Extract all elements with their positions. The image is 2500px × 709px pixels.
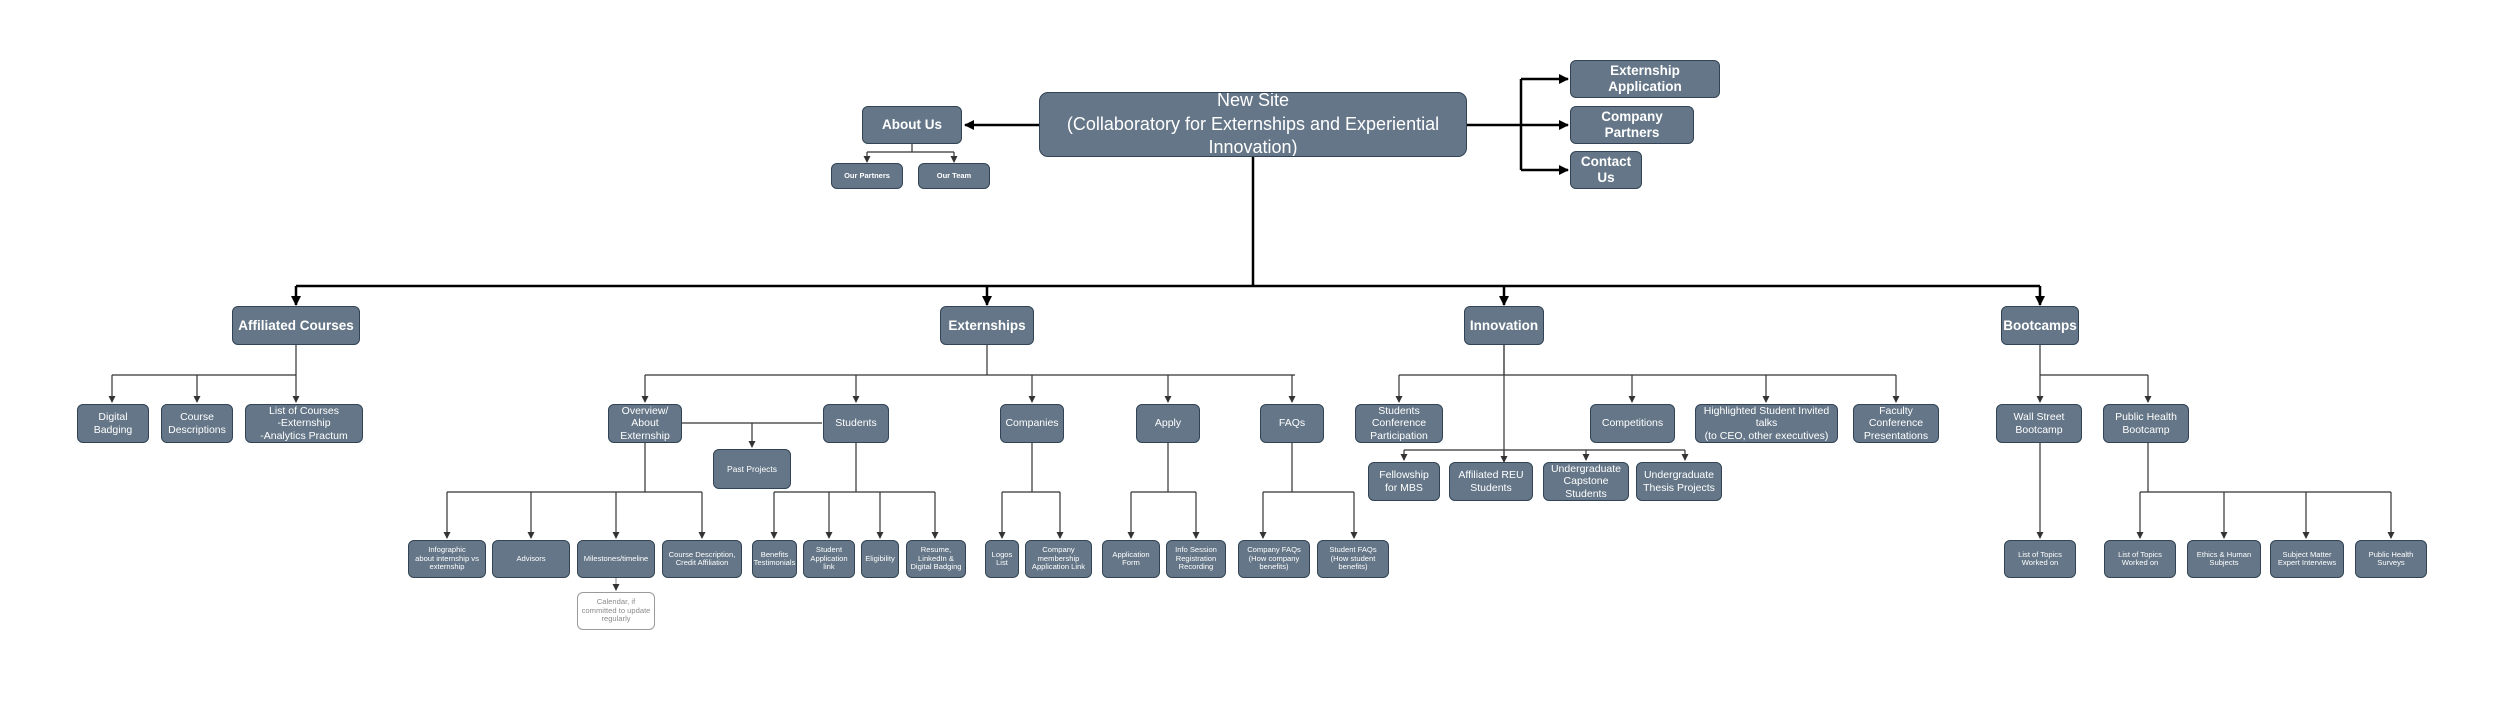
edge-overview-bus	[447, 443, 702, 493]
edge-companies-bus	[1002, 443, 1060, 493]
node-info-session[interactable]: Info Session Registration Recording	[1166, 540, 1226, 578]
node-fellowship-mbs[interactable]: Fellowship for MBS	[1368, 462, 1440, 501]
node-companies[interactable]: Companies	[1000, 404, 1064, 443]
node-faqs[interactable]: FAQs	[1260, 404, 1324, 443]
node-eligibility[interactable]: Eligibility	[861, 540, 899, 578]
edge-ph-bus	[2140, 443, 2391, 493]
node-student-faqs[interactable]: Student FAQs (How student benefits)	[1317, 540, 1389, 578]
node-public-health-bootcamp[interactable]: Public Health Bootcamp	[2103, 404, 2189, 443]
node-company-partners[interactable]: Company Partners	[1570, 106, 1694, 144]
node-affiliated-courses[interactable]: Affiliated Courses	[232, 306, 360, 345]
node-apply[interactable]: Apply	[1136, 404, 1200, 443]
node-benefits-testimonials[interactable]: Benefits Testimonials	[752, 540, 797, 578]
node-bootcamps[interactable]: Bootcamps	[2001, 306, 2079, 345]
node-faculty-conference[interactable]: Faculty Conference Presentations	[1853, 404, 1939, 443]
node-highlighted-talks[interactable]: Highlighted Student Invited talks (to CE…	[1695, 404, 1838, 443]
node-affiliated-reu[interactable]: Affiliated REU Students	[1449, 462, 1533, 501]
node-new-site[interactable]: New Site (Collaboratory for Externships …	[1039, 92, 1467, 157]
node-application-form[interactable]: Application Form	[1102, 540, 1160, 578]
node-externship-application[interactable]: Externship Application	[1570, 60, 1720, 98]
node-course-descriptions[interactable]: Course Descriptions	[161, 404, 233, 443]
node-public-health-surveys[interactable]: Public Health Surveys	[2355, 540, 2427, 578]
node-ph-list-of-topics[interactable]: List of Topics Worked on	[2104, 540, 2176, 578]
node-students[interactable]: Students	[823, 404, 889, 443]
node-students-conference[interactable]: Students Conference Participation	[1355, 404, 1443, 443]
node-student-application-link[interactable]: Student Application link	[803, 540, 855, 578]
node-undergrad-capstone[interactable]: Undergraduate Capstone Students	[1543, 462, 1629, 501]
node-our-partners[interactable]: Our Partners	[831, 163, 903, 189]
edge-innov-bus	[1399, 345, 1896, 376]
node-contact-us[interactable]: Contact Us	[1570, 151, 1642, 189]
node-logos-list[interactable]: Logos List	[985, 540, 1019, 578]
edge-ext-bus	[645, 345, 1295, 376]
node-competitions[interactable]: Competitions	[1590, 404, 1675, 443]
node-calendar-note[interactable]: Calendar, if committed to update regular…	[577, 592, 655, 630]
edge-apply-bus	[1131, 443, 1196, 493]
node-innovation[interactable]: Innovation	[1464, 306, 1544, 345]
node-list-of-courses[interactable]: List of Courses -Externship -Analytics P…	[245, 404, 363, 443]
node-sme-interviews[interactable]: Subject Matter Expert Interviews	[2270, 540, 2344, 578]
node-ws-list-of-topics[interactable]: List of Topics Worked on	[2004, 540, 2076, 578]
edge-overview-past	[682, 422, 752, 447]
edge-affiliated-bus	[112, 345, 297, 376]
edge-students-bus	[774, 443, 935, 493]
node-company-membership[interactable]: Company membership Application Link	[1025, 540, 1092, 578]
node-infographic[interactable]: Infographic about internship vs externsh…	[408, 540, 486, 578]
node-overview-about-externship[interactable]: Overview/ About Externship	[608, 404, 682, 443]
node-wall-street-bootcamp[interactable]: Wall Street Bootcamp	[1996, 404, 2082, 443]
node-past-projects[interactable]: Past Projects	[713, 449, 791, 489]
edge-boot-bus	[2039, 345, 2148, 376]
edge-faqs-bus	[1263, 443, 1354, 493]
node-company-faqs[interactable]: Company FAQs (How company benefits)	[1238, 540, 1310, 578]
node-resume-linkedin[interactable]: Resume, LinkedIn & Digital Badging	[906, 540, 966, 578]
node-advisors[interactable]: Advisors	[492, 540, 570, 578]
node-externships[interactable]: Externships	[940, 306, 1034, 345]
node-undergrad-thesis[interactable]: Undergraduate Thesis Projects	[1636, 462, 1722, 501]
edge-innov-trunk	[1404, 345, 1685, 460]
node-ethics-human-subjects[interactable]: Ethics & Human Subjects	[2187, 540, 2261, 578]
node-digital-badging[interactable]: Digital Badging	[77, 404, 149, 443]
node-course-description-credit[interactable]: Course Description, Credit Affiliation	[662, 540, 742, 578]
node-our-team[interactable]: Our Team	[918, 163, 990, 189]
edge-about-children	[867, 144, 954, 153]
node-about-us[interactable]: About Us	[862, 106, 962, 144]
node-milestones-timeline[interactable]: Milestones/timeline	[577, 540, 655, 578]
